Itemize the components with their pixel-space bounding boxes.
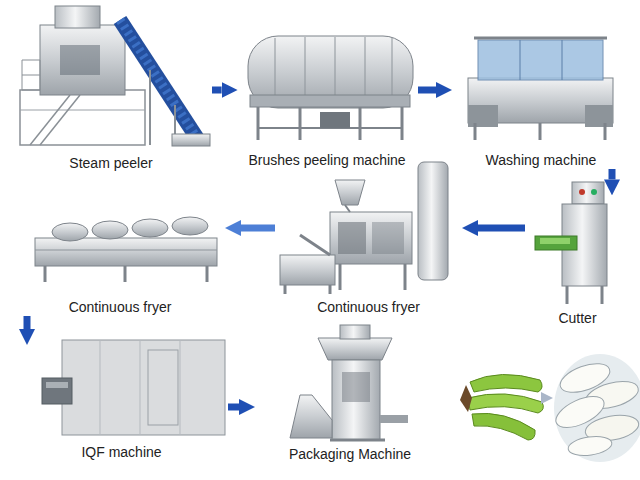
flow-arrow (228, 404, 239, 411)
packaging-machine-illustration (290, 325, 408, 440)
flow-arrow (241, 225, 275, 232)
iqf-freezer-illustration (42, 340, 225, 435)
flow-arrow (478, 225, 525, 232)
machine-step: Steam peeler (10, 5, 212, 172)
machine-label: Brushes peeling machine (248, 152, 405, 169)
machine-label: Washing machine (486, 152, 597, 169)
fryer-line-illustration (280, 162, 448, 294)
machine-label: Packaging Machine (289, 446, 411, 463)
cutter-illustration (535, 182, 607, 304)
flow-arrow (609, 169, 616, 179)
machine-step: Packaging Machine (255, 325, 445, 463)
steam-peeler-illustration (20, 6, 210, 146)
frozen-slices-photo (551, 354, 640, 462)
machine-step: IQF machine (15, 345, 228, 461)
machine-label: IQF machine (81, 444, 161, 461)
machine-label: Cutter (558, 310, 596, 327)
result-arrow (541, 392, 553, 404)
brush-peeler-illustration (248, 36, 413, 140)
green-plantain-photo (460, 374, 543, 440)
flow-arrow (212, 87, 222, 94)
machine-step: Brushes peeling machine (236, 25, 418, 169)
flow-arrow (24, 316, 31, 329)
machine-label: Continuous fryer (317, 299, 420, 316)
machine-step: Continuous fryer (15, 200, 225, 316)
machine-label: Continuous fryer (69, 299, 172, 316)
machine-label: Steam peeler (69, 155, 152, 172)
machine-step: Cutter (525, 195, 630, 327)
washing-machine-illustration (468, 38, 613, 140)
flow-arrow (418, 87, 436, 94)
fryer-illustration (35, 217, 217, 282)
machine-step: Continuous fryer (275, 160, 462, 316)
machine-step: Washing machine (452, 25, 630, 169)
